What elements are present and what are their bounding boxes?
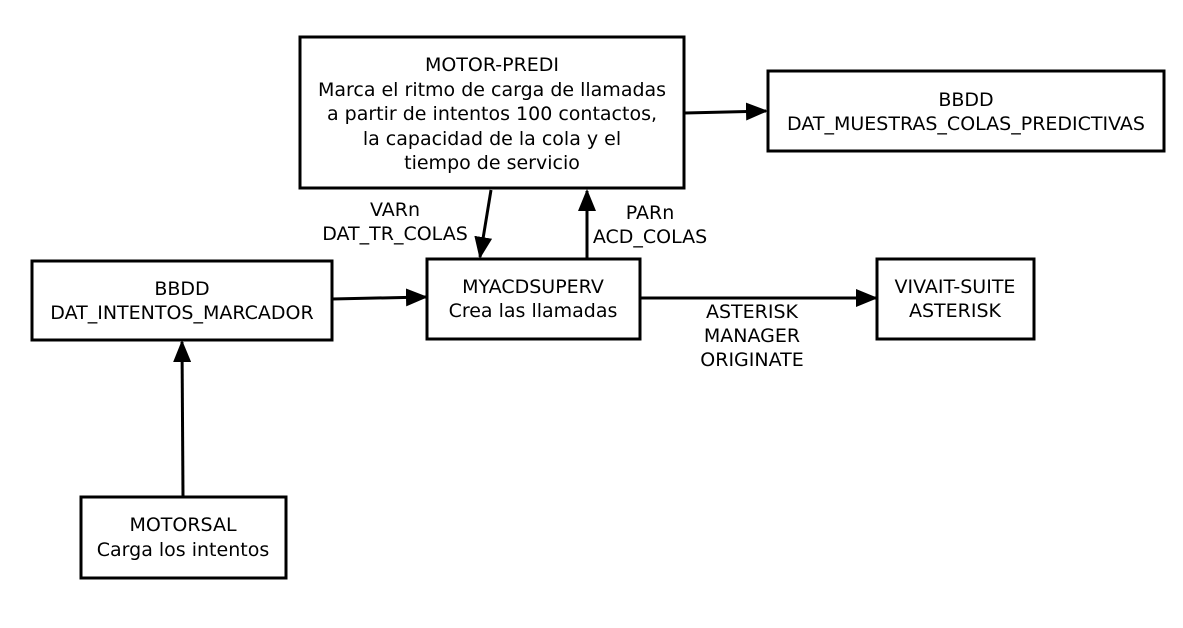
node-bbdd-intentos-line-2: DAT_INTENTOS_MARCADOR bbox=[50, 302, 313, 324]
node-bbdd-muestras-line-2: DAT_MUESTRAS_COLAS_PREDICTIVAS bbox=[787, 113, 1145, 135]
node-bbdd-intentos-line-1: BBDD bbox=[154, 278, 209, 300]
node-vivait-suite-line-1: VIVAIT-SUITE bbox=[895, 276, 1016, 298]
edge-label-varn: VARn DAT_TR_COLAS bbox=[322, 199, 468, 245]
edge-label-parn-line-2: ACD_COLAS bbox=[593, 226, 707, 248]
node-motorsal-line-1: MOTORSAL bbox=[129, 514, 237, 536]
edge-label-parn: PARn ACD_COLAS bbox=[593, 202, 707, 248]
edge-label-parn-line-1: PARn bbox=[626, 202, 674, 224]
arrow-bbdd-intentos-to-myacdsuperv bbox=[331, 288, 428, 307]
arrow-motor-predi-to-bbdd-muestras bbox=[684, 102, 768, 121]
node-myacdsuperv: MYACDSUPERV Crea las llamadas bbox=[425, 257, 642, 341]
node-motor-predi-line-2: Marca el ritmo de carga de llamadas bbox=[318, 79, 666, 101]
node-motor-predi-line-5: tiempo de servicio bbox=[404, 152, 580, 174]
node-myacdsuperv-line-1: MYACDSUPERV bbox=[462, 276, 604, 298]
node-vivait-suite-line-2: ASTERISK bbox=[909, 300, 1002, 322]
edge-label-asterisk-line-3: ORIGINATE bbox=[700, 349, 803, 371]
node-motor-predi-line-3: a partir de intentos 100 contactos, bbox=[327, 103, 657, 125]
edge-label-varn-line-1: VARn bbox=[370, 199, 420, 221]
node-motor-predi: MOTOR-PREDI Marca el ritmo de carga de l… bbox=[298, 35, 686, 190]
node-bbdd-intentos: BBDD DAT_INTENTOS_MARCADOR bbox=[30, 259, 334, 342]
node-motor-predi-line-4: la capacidad de la cola y el bbox=[363, 128, 621, 150]
edge-label-asterisk-line-1: ASTERISK bbox=[706, 301, 799, 323]
edge-label-asterisk-line-2: MANAGER bbox=[704, 325, 800, 347]
node-motorsal-line-2: Carga los intentos bbox=[97, 539, 269, 561]
node-motorsal: MOTORSAL Carga los intentos bbox=[79, 495, 288, 580]
node-bbdd-muestras: BBDD DAT_MUESTRAS_COLAS_PREDICTIVAS bbox=[766, 69, 1166, 153]
node-myacdsuperv-line-2: Crea las llamadas bbox=[449, 300, 618, 322]
edge-label-asterisk: ASTERISK MANAGER ORIGINATE bbox=[700, 301, 803, 371]
arrow-motorsal-to-bbdd-intentos bbox=[173, 340, 192, 497]
edge-label-varn-line-2: DAT_TR_COLAS bbox=[322, 223, 468, 245]
node-motor-predi-line-1: MOTOR-PREDI bbox=[425, 54, 559, 76]
node-vivait-suite: VIVAIT-SUITE ASTERISK bbox=[875, 257, 1036, 341]
arrow-motor-predi-to-myacdsuperv bbox=[474, 189, 493, 259]
node-bbdd-muestras-line-1: BBDD bbox=[938, 89, 993, 111]
